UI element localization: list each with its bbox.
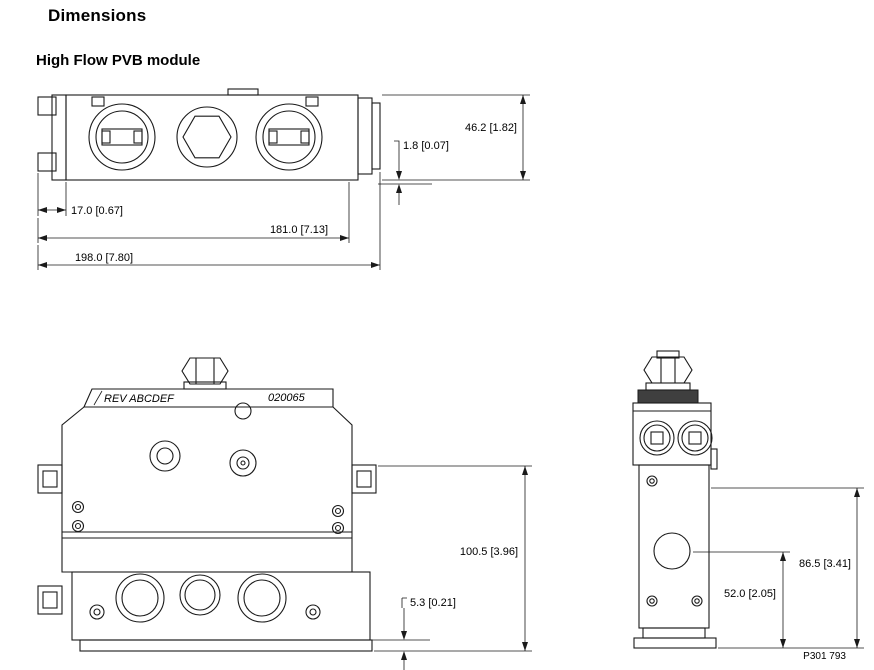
dim-side-port-label: 52.0 [2.05] xyxy=(724,588,776,600)
dim-top-mount-span: 181.0 [7.13] xyxy=(37,182,350,243)
front-view: REV ABCDEF 020065 xyxy=(37,357,377,652)
dim-top-step: 1.8 [0.07] xyxy=(378,140,449,205)
dim-top-offset: 17.0 [0.67] xyxy=(37,173,123,217)
dim-side-height: 86.5 [3.41] xyxy=(711,487,864,649)
dim-top-offset-label: 17.0 [0.67] xyxy=(71,205,123,217)
dim-top-step-label: 1.8 [0.07] xyxy=(403,140,449,152)
doc-number: P301 793 xyxy=(803,651,846,662)
dim-side-port: 52.0 [2.05] xyxy=(693,551,790,648)
top-view xyxy=(37,88,381,181)
dim-top-height: 46.2 [1.82] xyxy=(382,94,530,181)
dim-front-height: 100.5 [3.96] xyxy=(374,465,532,652)
dim-top-height-label: 46.2 [1.82] xyxy=(465,122,517,134)
dim-top-overall: 198.0 [7.80] xyxy=(37,172,381,270)
side-view xyxy=(632,350,718,649)
dim-front-base: 5.3 [0.21] xyxy=(372,597,456,670)
dim-side-height-label: 86.5 [3.41] xyxy=(799,558,851,570)
module-title: High Flow PVB module xyxy=(36,52,201,69)
dim-top-overall-label: 198.0 [7.80] xyxy=(75,252,133,264)
dim-front-base-label: 5.3 [0.21] xyxy=(410,597,456,609)
stamp-rev: REV ABCDEF xyxy=(104,393,175,405)
page-title: Dimensions xyxy=(48,6,147,25)
dim-top-mount-span-label: 181.0 [7.13] xyxy=(270,224,328,236)
dim-front-height-label: 100.5 [3.96] xyxy=(460,546,518,558)
stamp-code: 020065 xyxy=(268,392,306,404)
